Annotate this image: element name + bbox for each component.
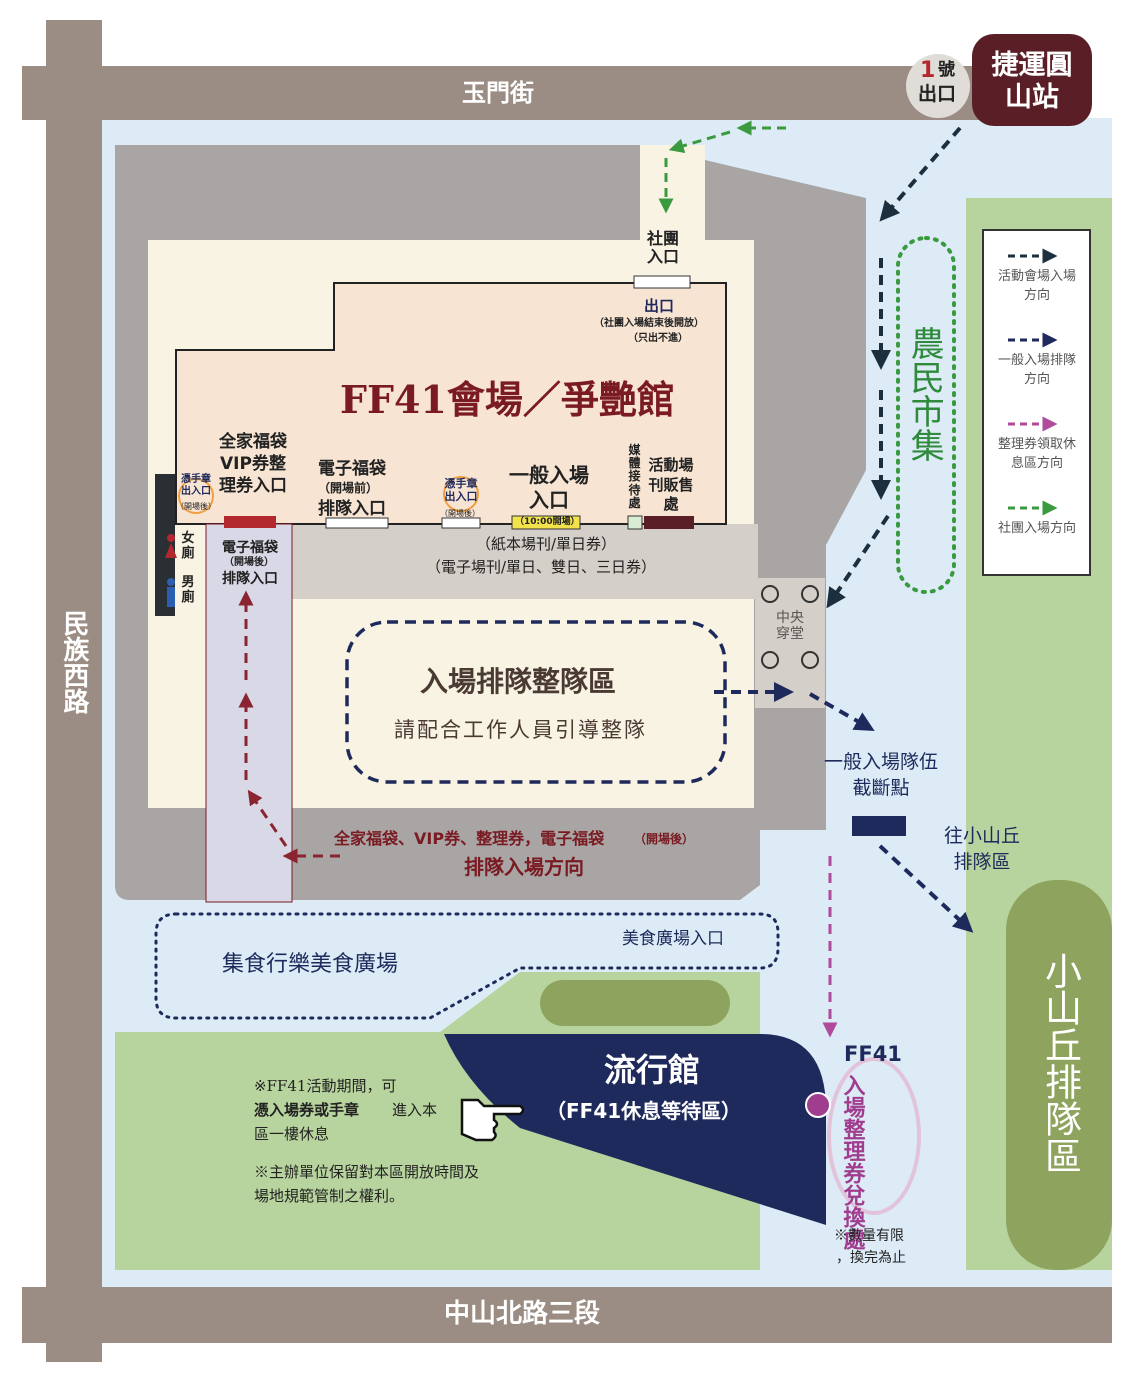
ticket-types-2: （電子場刊/單日、雙日、三日券） [426, 558, 657, 576]
female-restroom-icon [165, 534, 177, 558]
queue-area-title: 入場排隊整隊區 [420, 665, 617, 698]
legend-box [982, 229, 1091, 576]
stamp-mark-left [178, 478, 214, 514]
ticket-exchange-text: 入場整理券兌換處 [839, 1074, 865, 1250]
legend-label-club: 社團入場方向 [997, 521, 1076, 536]
stamp-exit-left-label: 憑手章出入口 [181, 474, 211, 497]
food-plaza-outline [154, 912, 780, 1020]
queue-area-outline [345, 620, 727, 784]
mrt-exit-text: 出口 [918, 83, 957, 105]
arrows-general [714, 682, 974, 933]
legend-label-ticket: 整理券領取休息區方向 [997, 437, 1076, 471]
central-hall-label: 中央穿堂 [776, 610, 804, 643]
road-minzu [46, 20, 102, 1362]
note-1-line-3: 區一樓休息 [254, 1125, 330, 1143]
ebag-before-note: （開場前） [318, 481, 379, 495]
media-desk-marker [627, 515, 643, 530]
pointing-hand-icon [460, 1098, 525, 1142]
ebag-after-title: 電子福袋 [222, 540, 278, 556]
venue-exit-label: 出口 [644, 297, 675, 315]
mrt-exit-suffix: 號 [938, 60, 955, 80]
note-2-line-2: 場地規範管制之權利。 [254, 1187, 405, 1205]
mrt-station-box [972, 34, 1092, 126]
stamp-exit-left-note: （開場後） [176, 502, 216, 511]
club-strip [640, 145, 705, 285]
general-entrance-label: 一般入場入口 [509, 463, 589, 512]
ebag-queue-lane [205, 523, 293, 903]
ebag-before-title: 電子福袋 [318, 459, 386, 479]
road-label-yumen: 玉門街 [462, 79, 534, 107]
stamp-mark-mid [443, 476, 479, 512]
male-restroom-icon [167, 578, 175, 607]
vip-route-line1: 全家福袋、VIP券、整理券，電子福袋 [334, 829, 605, 848]
general-entrance-door [511, 515, 581, 530]
central-hall-floor [755, 578, 825, 708]
main-hall [175, 282, 727, 525]
arrows-vip [238, 590, 340, 864]
program-sales-marker [644, 516, 694, 529]
ebag-after-note: （開場後） [224, 557, 274, 568]
ticket-exchange-brand: FF41 [844, 1042, 902, 1066]
ebag-before-queue: 排隊入口 [318, 499, 386, 519]
road-label-zhongshan: 中山北路三段 [444, 1299, 601, 1329]
note-1-line-1: ※FF41活動期間，可 [254, 1077, 397, 1095]
road-label-minzu: 民族西路 [58, 610, 89, 714]
general-time-label: （10:00開場） [515, 517, 580, 527]
legend-arrows [1008, 248, 1058, 516]
note-1-line-2a: 憑入場券或手章 [254, 1101, 360, 1119]
legend-label-event: 活動會場入場方向 [997, 269, 1076, 303]
hill-area [1006, 880, 1112, 1270]
corridor [292, 524, 758, 599]
central-hall-pillars [761, 585, 819, 669]
stamp-exit-mid-label: 憑手章出入口 [444, 477, 478, 503]
media-desk-label: 媒體接待處 [628, 443, 641, 510]
vip-entrance-label: 全家福袋VIP券整理券入口 [219, 432, 287, 496]
venue-exit-note-2: （只出不進） [628, 333, 688, 344]
mrt-station-name: 捷運圓山站 [991, 50, 1073, 113]
men-restroom-label: 男廁 [181, 575, 195, 605]
ebag-after-queue: 排隊入口 [222, 571, 278, 587]
general-cutoff-label: 一般入場隊伍截斷點 [823, 751, 938, 799]
mrt-exit-number: 1 [920, 58, 936, 83]
food-plaza-name: 集食行樂美食廣場 [222, 952, 399, 977]
arrows-club [658, 120, 786, 214]
ticket-exchange-dot [805, 1092, 831, 1118]
legend-label-general: 一般入場排隊方向 [997, 353, 1076, 387]
ticket-exchange-outline [827, 1057, 921, 1215]
club-entrance-label: 社團入口 [646, 229, 679, 267]
road-zhongshan [22, 1287, 1112, 1343]
women-restroom-label: 女廁 [181, 531, 195, 561]
ticket-exchange-note-2: ，換完為止 [836, 1250, 906, 1266]
vip-entrance-door [224, 516, 276, 528]
hill-area-label: 小山丘排隊區 [1038, 952, 1082, 1174]
farmers-market-outline [896, 236, 956, 594]
pop-hall-name: 流行館 [604, 1051, 701, 1089]
arrows-event [826, 126, 962, 609]
venue-title: FF41會場／爭艷館 [340, 377, 675, 422]
vip-route-line2: 排隊入場方向 [464, 855, 584, 879]
to-hill-label: 往小山丘排隊區 [943, 825, 1020, 873]
pop-hall [444, 1034, 826, 1225]
farmers-market-label: 農民市集 [904, 326, 945, 462]
queue-area-subtitle: 請配合工作人員引導整隊 [394, 718, 647, 742]
food-plaza-entrance: 美食廣場入口 [622, 929, 724, 949]
note-1-line-2b: 進入本 [392, 1101, 438, 1119]
general-cutoff-bar [852, 816, 906, 836]
program-sales-label: 活動場刊販售處 [648, 456, 694, 513]
ebag-entrance-door [325, 517, 389, 529]
pop-hall-subtitle: （FF41休息等待區） [546, 1099, 742, 1123]
ticket-exchange-note-1: ※數量有限 [834, 1228, 904, 1244]
venue-exit-note-1: （社團入場結束後開放） [594, 318, 704, 329]
vip-route-line1-note: （開場後） [634, 832, 695, 846]
club-entrance-door [633, 275, 691, 289]
ticket-types-1: （紙本場刊/單日券） [476, 535, 617, 553]
park-pill [540, 980, 730, 1026]
stamp-exit-mid-note: （開場後） [440, 509, 480, 518]
mrt-exit-circle [906, 54, 970, 118]
stamp-exit-door [441, 517, 481, 529]
note-2-line-1: ※主辦單位保留對本區開放時間及 [254, 1163, 480, 1181]
road-yumen [22, 66, 1022, 120]
